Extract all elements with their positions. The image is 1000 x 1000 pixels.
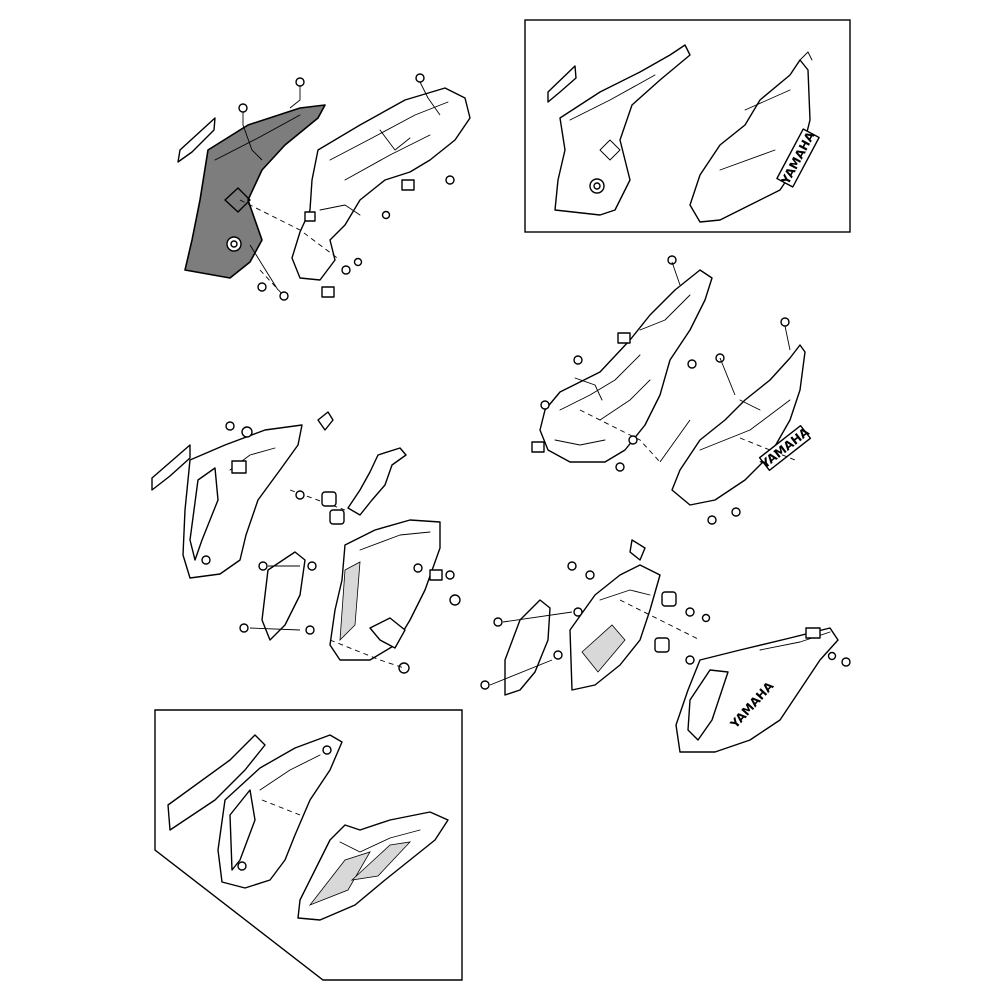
brand-decal <box>776 128 820 188</box>
decal-patch <box>151 444 191 491</box>
side-cover-left[interactable] <box>182 424 303 579</box>
inner-bracket-right[interactable] <box>569 564 661 691</box>
side-cover-large[interactable] <box>675 627 839 753</box>
clip-nut <box>401 179 415 191</box>
tail-cover-variant[interactable] <box>689 59 811 223</box>
inner-fender-panel[interactable] <box>291 87 471 281</box>
group-lower-right: YAMAHA <box>480 539 851 753</box>
cover-plate-right[interactable] <box>504 599 551 696</box>
group-middle-left <box>151 411 461 674</box>
group-top-left <box>177 73 471 301</box>
brand-decal <box>758 424 812 472</box>
variant-frame-bottom <box>154 709 463 981</box>
group-top-right-box: YAMAHA <box>524 19 851 233</box>
bolt <box>295 77 305 101</box>
group-bottom-left-box <box>154 709 463 981</box>
grille-insert <box>339 561 361 642</box>
cover-plate[interactable] <box>261 551 306 641</box>
grille-insert-right <box>581 624 626 673</box>
decal-patch <box>547 65 577 103</box>
tail-cover[interactable] <box>671 344 806 506</box>
side-cover-variant[interactable] <box>554 44 691 216</box>
bolt <box>415 73 429 99</box>
decal-patch <box>167 734 266 831</box>
side-cover-shaded[interactable] <box>184 104 326 279</box>
group-middle-right: YAMAHA <box>531 255 812 525</box>
washer <box>445 175 455 185</box>
variant-frame-top <box>524 19 851 233</box>
side-cover-variant-bottom[interactable] <box>217 734 343 889</box>
bolt <box>238 103 248 126</box>
bracket-clip[interactable] <box>347 447 407 516</box>
decal-patch-top-left <box>177 117 216 163</box>
